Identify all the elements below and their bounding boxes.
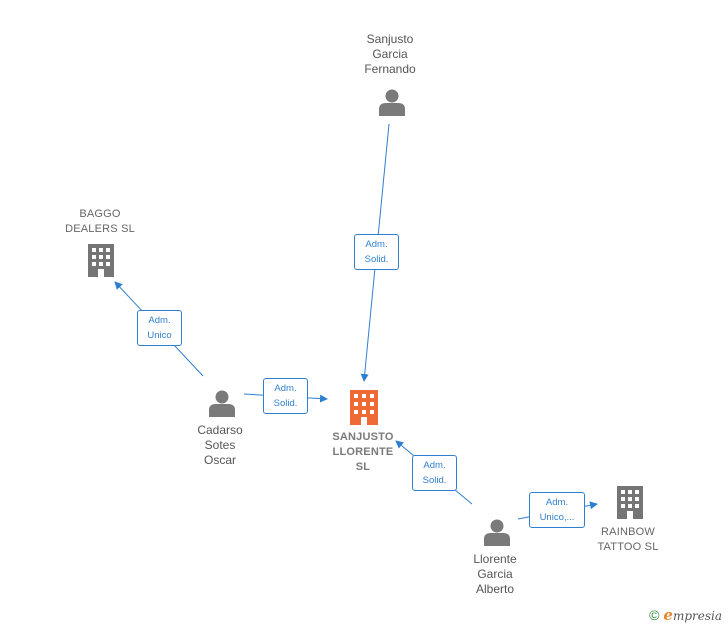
node-label-oscar[interactable]: Cadarso Sotes Oscar: [197, 423, 243, 467]
brand-logo[interactable]: empresia: [663, 606, 722, 624]
node-label-rainbow[interactable]: RAINBOW TATTOO SL: [597, 526, 659, 553]
edge-label-alberto-rainbow: Adm. Unico,...: [529, 492, 585, 528]
edge-label-oscar-center: Adm. Solid.: [263, 378, 308, 414]
person-icon[interactable]: [484, 519, 510, 547]
edge-label-alberto-center: Adm. Solid.: [412, 455, 457, 491]
building-icon[interactable]: [88, 244, 114, 277]
node-label-fernando[interactable]: Sanjusto Garcia Fernando: [364, 32, 416, 76]
node-label-baggo[interactable]: BAGGO DEALERS SL: [65, 208, 135, 235]
copyright-symbol: ©: [649, 607, 660, 623]
node-label-center[interactable]: SANJUSTO LLORENTE SL: [332, 431, 394, 473]
edge-label-oscar-baggo: Adm. Unico: [137, 310, 182, 346]
footer-brand: © empresia: [649, 606, 722, 624]
person-icon[interactable]: [209, 390, 235, 418]
edge-label-fernando-center: Adm. Solid.: [354, 234, 399, 270]
building-icon[interactable]: [617, 486, 643, 519]
person-icon[interactable]: [379, 89, 405, 117]
building-icon[interactable]: [350, 390, 378, 425]
node-label-alberto[interactable]: Llorente Garcia Alberto: [473, 552, 517, 596]
